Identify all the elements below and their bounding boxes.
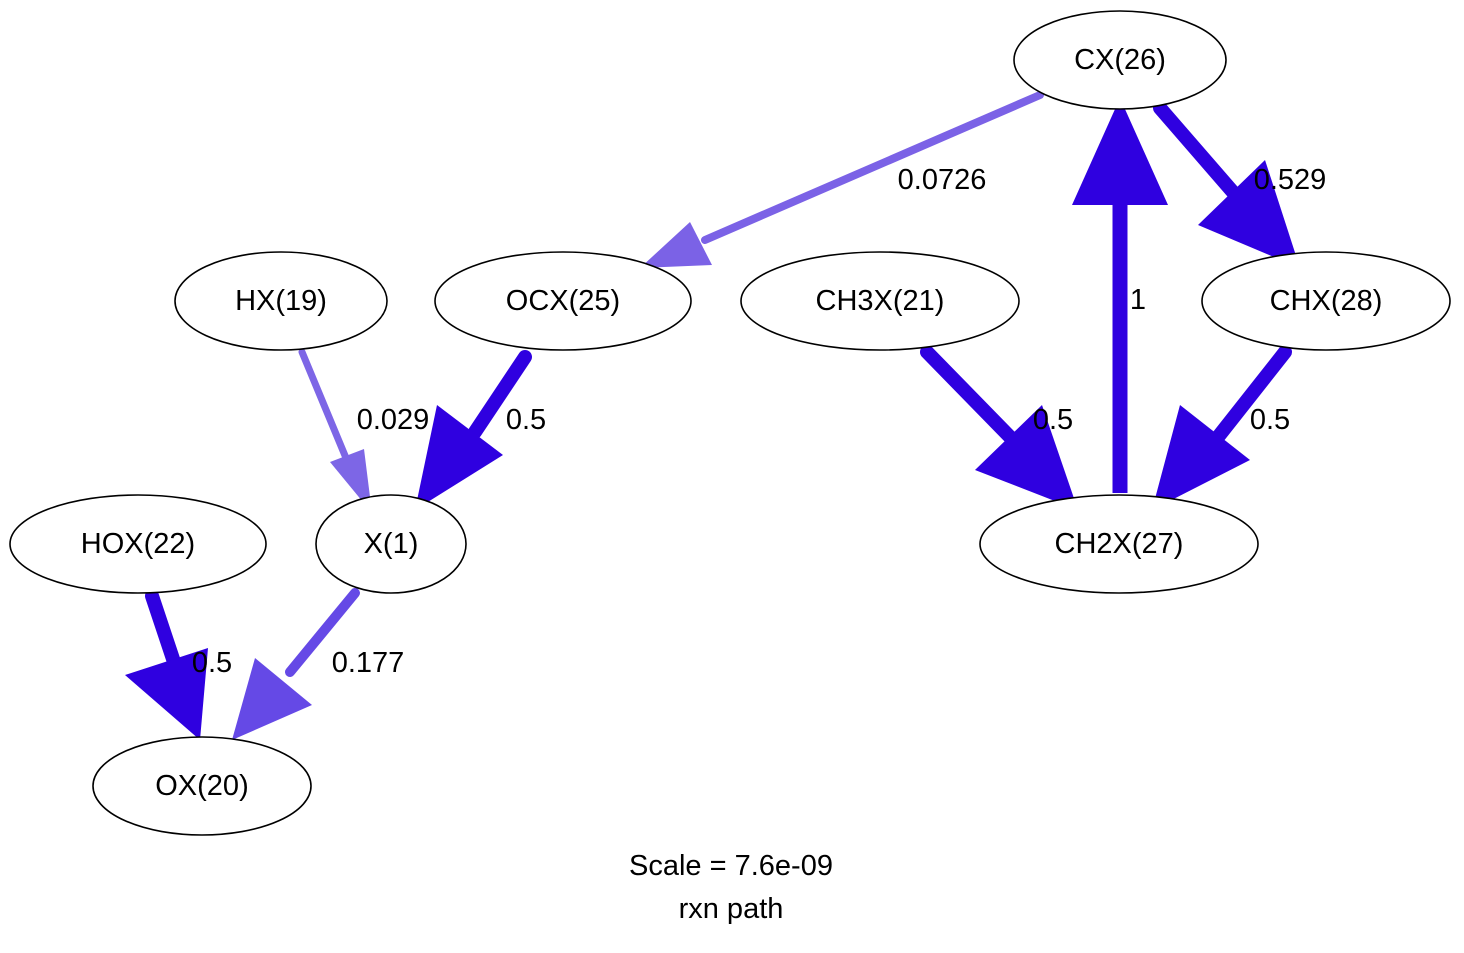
arrowhead <box>330 449 372 513</box>
edge-cx26-to-chx28: 0.529 <box>1153 101 1327 268</box>
arrowhead <box>1198 160 1300 268</box>
arrowhead <box>415 405 503 510</box>
edge-label-chx28-ch2x27: 0.5 <box>1250 404 1290 436</box>
node-ox20[interactable]: OX(20) <box>92 736 312 836</box>
edge-label-ocx25-x1: 0.5 <box>506 404 546 436</box>
edge-x1-to-ox20: 0.177 <box>232 588 405 740</box>
node-ocx25[interactable]: OCX(25) <box>434 251 692 351</box>
arrowhead <box>640 222 712 268</box>
scale-caption: Scale = 7.6e-09 <box>629 850 833 882</box>
arrowhead <box>1152 405 1250 510</box>
edge-line <box>468 350 532 439</box>
edge-ch2x27-to-cx26: 1 <box>1072 98 1168 493</box>
edge-cx26-to-ocx25: 0.0726 <box>640 91 1044 268</box>
edge-chx28-to-ch2x27: 0.5 <box>1152 345 1292 510</box>
node-ch3x21[interactable]: CH3X(21) <box>740 251 1020 351</box>
edge-label-ch3x21-ch2x27: 0.5 <box>1033 404 1073 436</box>
node-label: CH3X(21) <box>816 285 945 317</box>
node-x1[interactable]: X(1) <box>315 494 467 594</box>
edge-label-cx26-ocx25: 0.0726 <box>898 164 987 196</box>
edge-line <box>145 589 182 672</box>
edge-line <box>920 345 1017 444</box>
edge-label-hx19-x1: 0.029 <box>357 404 430 436</box>
node-label: HX(19) <box>235 285 327 317</box>
title-caption: rxn path <box>679 893 784 925</box>
node-label: CHX(28) <box>1270 285 1383 317</box>
edge-hx19-to-x1: 0.029 <box>298 348 430 513</box>
arrowhead <box>975 405 1078 510</box>
nodes: CX(26) HX(19) OCX(25) CH3X(21) CHX(28) H… <box>9 10 1451 836</box>
edge-line <box>701 91 1044 244</box>
edge-label-hox22-ox20: 0.5 <box>192 647 232 679</box>
arrowhead <box>232 658 312 740</box>
arrowhead <box>1072 98 1168 205</box>
node-label: CH2X(27) <box>1055 528 1184 560</box>
arrowhead <box>125 648 208 740</box>
edge-label-ch2x27-cx26: 1 <box>1130 284 1146 316</box>
edges: 0.0726 0.529 1 0.029 0.5 <box>125 91 1327 740</box>
edge-line <box>298 348 350 462</box>
node-label: CX(26) <box>1074 44 1166 76</box>
edge-line <box>285 588 360 677</box>
diagram-caption: Scale = 7.6e-09 rxn path <box>629 850 833 925</box>
node-chx28[interactable]: CHX(28) <box>1201 251 1451 351</box>
node-hx19[interactable]: HX(19) <box>174 251 388 351</box>
edge-line <box>1153 101 1252 213</box>
node-label: HOX(22) <box>81 528 195 560</box>
edge-ch3x21-to-ch2x27: 0.5 <box>920 345 1078 510</box>
node-label: X(1) <box>364 528 419 560</box>
node-hox22[interactable]: HOX(22) <box>9 494 267 594</box>
edge-line <box>1211 345 1292 444</box>
edge-label-cx26-chx28: 0.529 <box>1254 164 1327 196</box>
edge-label-x1-ox20: 0.177 <box>332 647 405 679</box>
node-ch2x27[interactable]: CH2X(27) <box>979 494 1259 594</box>
node-label: OX(20) <box>155 770 248 802</box>
edge-ocx25-to-x1: 0.5 <box>415 350 546 510</box>
node-label: OCX(25) <box>506 285 620 317</box>
node-cx26[interactable]: CX(26) <box>1013 10 1227 110</box>
edge-hox22-to-ox20: 0.5 <box>125 589 232 740</box>
